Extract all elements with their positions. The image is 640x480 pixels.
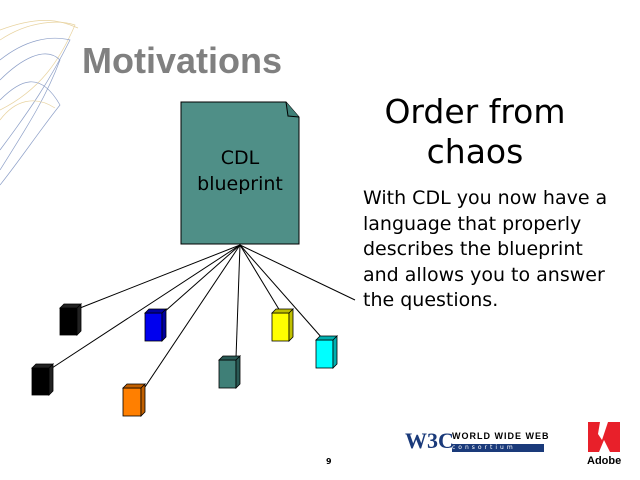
w3c-logo-text: WORLD WIDE WEB	[452, 431, 550, 441]
cube-blue	[144, 308, 167, 342]
w3c-consortium-text: consortium	[452, 444, 544, 452]
adobe-logo-text: Adobe	[587, 455, 622, 467]
cubes	[31, 303, 338, 417]
cdl-blueprint-document	[180, 101, 300, 245]
cube-orange	[122, 383, 146, 417]
w3c-logo: W3C	[405, 428, 454, 453]
cube-cyan	[315, 335, 338, 369]
slide-heading: Order from chaos	[384, 92, 566, 171]
cube-teal	[218, 355, 241, 389]
arrows	[51, 244, 356, 388]
document-label: CDL blueprint	[197, 147, 283, 195]
cube-black-1	[59, 303, 82, 336]
page-number: 9	[326, 457, 332, 466]
cube-yellow	[271, 308, 294, 342]
wave-decoration	[0, 20, 79, 186]
slide-title: Motivations	[82, 40, 283, 81]
slide-body-text: With CDL you now have a language that pr…	[363, 187, 608, 311]
cube-black-2	[31, 363, 54, 396]
adobe-logo-mark	[588, 422, 620, 452]
